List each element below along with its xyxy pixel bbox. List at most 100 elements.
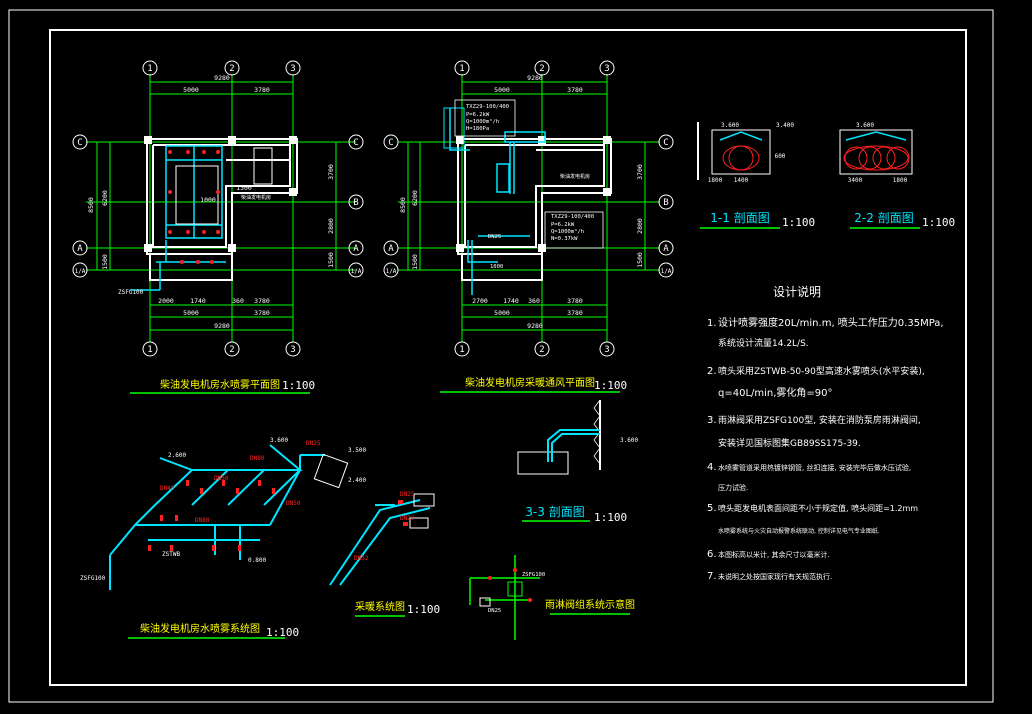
p2-dim-3780-b1: 3780 <box>567 297 583 305</box>
system-deluge-valve: ZSFG100 DN25 雨淋阀组系统示意图 <box>469 555 635 640</box>
s11-elev-3600: 3.600 <box>721 122 739 129</box>
p2-axis-3-bottom: 3 <box>604 345 609 355</box>
p2-dim-total-top: 9280 <box>527 74 543 82</box>
eq1-tag: TXZ29-100/400 <box>466 104 509 110</box>
p2-axis-3-top: 3 <box>604 64 609 74</box>
plan-hvac: TXZ29-100/400 P=6.2kW Q=1000m³/h H=180Pa… <box>383 60 674 393</box>
p2-dim-2800: 2800 <box>636 218 644 234</box>
plan1-room-label: 柴油发电机房 <box>241 194 271 201</box>
p2-dim-1500-left: 1500 <box>411 254 419 270</box>
dim-3780-top: 3780 <box>254 86 270 94</box>
p2-axis-2-bottom: 2 <box>539 345 544 355</box>
note-3-main: 雨淋阀采用ZSFG100型, 安装在消防泵房雨淋阀间, <box>718 414 921 426</box>
axis-1a-right: 1/A <box>351 268 362 275</box>
system-heating: DN25 DN20 DN32 采暖系统图 1:100 <box>329 491 440 617</box>
p2-dim-total-bottom: 9280 <box>527 322 543 330</box>
plan-water-spray: 1 2 3 1 2 3 C A 1/A C B A 1/A 9280 5000 … <box>72 60 364 394</box>
eq2-tag: TXZ29-100/400 <box>551 214 594 220</box>
p2-dim-5000-top: 5000 <box>494 86 510 94</box>
title-sec22: 2-2 剖面图 <box>854 211 913 225</box>
note-2-main: 喷头采用ZSTWB-50-90型高速水雾喷头(水平安装), <box>718 365 925 377</box>
note-2-num: 2. <box>707 366 717 377</box>
p2-dim-2700: 2700 <box>472 297 488 305</box>
s22-dim-3400: 3400 <box>848 177 863 184</box>
scale-sec22: 1:100 <box>922 216 955 229</box>
axis-2-top: 2 <box>229 64 234 74</box>
plan2-room-label: 柴油发电机房 <box>560 173 590 180</box>
eq1-line3: H=180Pa <box>466 126 489 132</box>
s11-dim-1800: 1800 <box>708 177 723 184</box>
system-water-spray: 3.600 2.600 3.500 2.400 0.800 ZSFG100 ZS… <box>80 437 366 639</box>
sys1-dn40: DN40 <box>160 485 175 492</box>
notes-heading: 设计说明 <box>773 284 821 299</box>
p2-axis-a-right: A <box>663 244 669 254</box>
sys1-elev-3400: 3.600 <box>270 437 288 444</box>
sys1-elev-2400: 2.400 <box>348 477 366 484</box>
dim-3780-bottom: 3780 <box>254 309 270 317</box>
p2-axis-a-left: A <box>388 244 394 254</box>
sys2-dn25: DN25 <box>400 491 415 498</box>
dim-1740: 1740 <box>190 297 206 305</box>
sys3-dn-label: DN25 <box>488 608 501 614</box>
sys1-dn80-1: DN80 <box>250 455 265 462</box>
sys1-dn50-1: DN50 <box>214 475 229 482</box>
note-5-sub: 水喷雾系统与火灾自动报警系统联动, 控制详见电气专业图纸. <box>718 527 880 535</box>
sys1-dn50-2: DN50 <box>286 500 301 507</box>
dim-360: 360 <box>232 297 244 305</box>
eq2-line2: Q=1000m³/h <box>551 228 584 235</box>
note-7-num: 7. <box>707 571 717 582</box>
dim-2000: 2000 <box>158 297 174 305</box>
title-sec11: 1-1 剖面图 <box>710 211 769 225</box>
p2-dim-3700: 3700 <box>636 164 644 180</box>
title-sys3: 雨淋阀组系统示意图 <box>545 598 635 611</box>
axis-3-top: 3 <box>290 64 295 74</box>
p2-dim-6200: 6200 <box>411 190 419 206</box>
dim-6200-left: 6200 <box>101 190 109 206</box>
p2-axis-c-right: C <box>663 138 668 148</box>
p2-dim-3780-top: 3780 <box>567 86 583 94</box>
sys1-dn80-2: DN80 <box>195 517 210 524</box>
s22-elev-3600: 3.600 <box>856 122 874 129</box>
dim-1500-left: 1500 <box>101 254 109 270</box>
s11-elev-3400: 3.400 <box>776 122 794 129</box>
title-sys2: 采暖系统图 <box>355 600 405 613</box>
note-6-num: 6. <box>707 549 717 560</box>
note-5-main: 喷头距发电机表面间距不小于规定值, 喷头间距=1.2mm <box>718 503 918 513</box>
scale-plan2: 1:100 <box>594 379 627 392</box>
eq2-line3: N=0.37kW <box>551 236 578 242</box>
note-6-main: 本图标高以米计, 其余尺寸以毫米计. <box>718 550 830 559</box>
axis-c-right: C <box>353 138 358 148</box>
sys1-elev-3500: 3.500 <box>348 447 366 454</box>
note-1-sub: 系统设计流量14.2L/S. <box>718 337 809 349</box>
sys1-dn25: DN25 <box>306 440 321 447</box>
title-sec33: 3-3 剖面图 <box>525 505 584 519</box>
s11-dim-1400: 1400 <box>734 177 749 184</box>
scale-sys1: 1:100 <box>266 626 299 639</box>
note-3-sub: 安装详见国标图集GB89SS175-39. <box>718 437 861 449</box>
eq2-line1: P=6.2kW <box>551 222 575 228</box>
dim-1500-right: 1500 <box>327 252 335 268</box>
dim-8500-left: 8500 <box>87 197 95 213</box>
title-plan1: 柴油发电机房水喷雾平面图 <box>160 378 280 391</box>
p2-dim-5000-bottom: 5000 <box>494 309 510 317</box>
scale-plan1: 1:100 <box>282 379 315 392</box>
section-2-2: 3.600 3400 1800 2-2 剖面图 1:100 <box>839 122 955 229</box>
scale-sec11: 1:100 <box>782 216 815 229</box>
plan1-valve-tag: ZSFG100 <box>118 289 144 296</box>
p2-axis-1-bottom: 1 <box>459 345 464 355</box>
axis-3-bottom: 3 <box>290 345 295 355</box>
s22-dim-1800: 1800 <box>893 177 908 184</box>
drawing-frame <box>49 29 967 686</box>
axis-1a-left: 1/A <box>75 268 86 275</box>
note-5-num: 5. <box>707 503 717 514</box>
scale-sec33: 1:100 <box>594 511 627 524</box>
note-4-num: 4. <box>707 462 717 473</box>
sys2-dn20: DN20 <box>400 515 415 522</box>
p2-axis-b-right: B <box>663 198 668 208</box>
p2-axis-1-top: 1 <box>459 64 464 74</box>
title-sys1: 柴油发电机房水喷雾系统图 <box>140 622 260 635</box>
title-plan2: 柴油发电机房采暖通风平面图 <box>465 376 595 389</box>
dim-3700-right: 3700 <box>327 164 335 180</box>
eq1-line1: P=6.2kW <box>466 112 490 118</box>
p2-axis-1a-left: 1/A <box>386 268 397 275</box>
